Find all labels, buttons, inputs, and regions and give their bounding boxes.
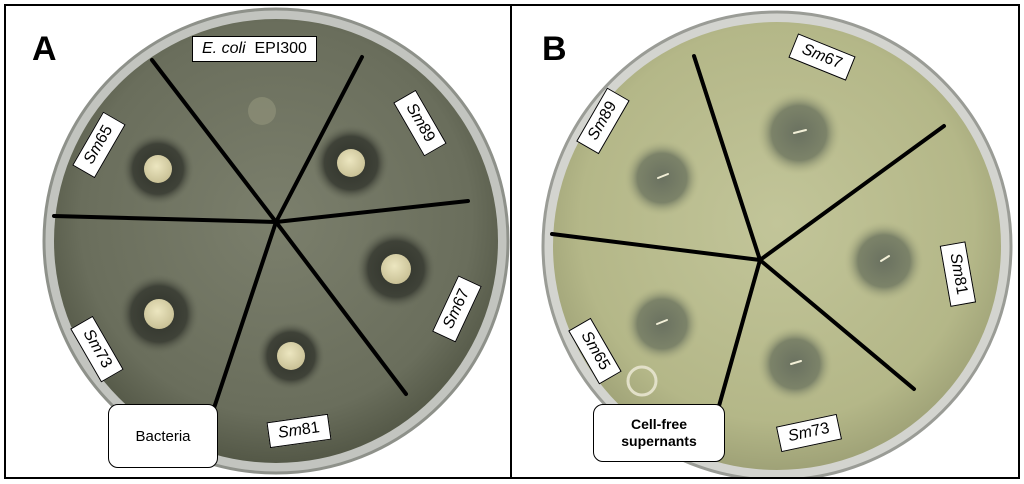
label-sm81-number: 81 — [950, 275, 971, 296]
label-ecoli-strain: EPI300 — [254, 40, 307, 57]
plate-a-agar — [54, 19, 498, 463]
plate-b-zones — [624, 91, 924, 402]
panel-a: A E. coli EPI300 Sm89 Sm65 Sm67 Sm73 Sm8… — [4, 4, 512, 479]
caption-bacteria: Bacteria — [108, 404, 218, 468]
plate-b-image — [541, 10, 1013, 477]
panel-letter: B — [542, 30, 567, 68]
caption-cell-free-supernants: Cell-free supernants — [593, 404, 725, 462]
label-sm81-italic: Sm — [276, 421, 304, 442]
plate-a-image — [42, 7, 510, 475]
label-sm81-italic: Sm — [946, 251, 968, 279]
panel-letter: A — [32, 30, 57, 68]
plate-a-colonies — [119, 97, 436, 390]
plate-b-sector-lines — [550, 54, 946, 408]
panel-b: B Sm67 Sm89 Sm81 Sm65 Sm73 Cell-free sup… — [510, 4, 1020, 479]
label-ecoli: E. coli EPI300 — [192, 36, 317, 62]
label-sm81-number: 81 — [300, 419, 321, 439]
label-ecoli-italic: E. coli — [202, 40, 246, 57]
plate-a-sector-lines — [52, 55, 470, 410]
label-sm73-number: 73 — [810, 419, 832, 441]
label-sm73-italic: Sm — [786, 423, 814, 446]
